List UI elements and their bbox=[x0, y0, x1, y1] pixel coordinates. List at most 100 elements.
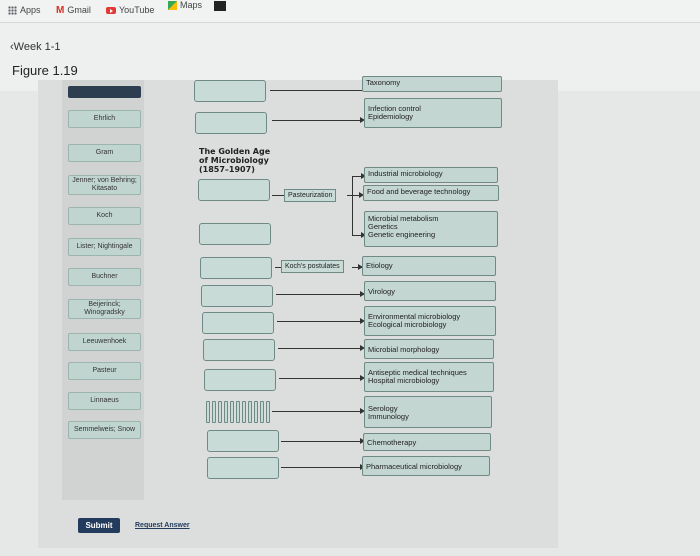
name-tile[interactable]: Pasteur bbox=[68, 362, 141, 380]
name-tile[interactable]: Buchner bbox=[68, 268, 141, 286]
arrow-icon bbox=[360, 408, 365, 414]
connector-line bbox=[272, 195, 284, 196]
arrow-icon bbox=[361, 173, 366, 179]
connector-line bbox=[352, 176, 353, 236]
field-box: Environmental microbiology Ecological mi… bbox=[364, 306, 496, 336]
connector-line bbox=[281, 467, 362, 468]
name-tile[interactable]: Beijerinck; Winogradsky bbox=[68, 299, 141, 319]
name-tile[interactable]: Jenner; von Behring; Kitasato bbox=[68, 175, 141, 195]
bookmark-blackboard[interactable] bbox=[214, 0, 229, 11]
connector-line bbox=[352, 267, 362, 268]
arrow-icon bbox=[360, 375, 365, 381]
name-tile[interactable]: Leeuwenhoek bbox=[68, 333, 141, 351]
drop-target[interactable] bbox=[207, 457, 279, 479]
field-label: Genetics bbox=[368, 222, 398, 231]
connector-line bbox=[276, 294, 362, 295]
back-link[interactable]: ‹Week 1-1 bbox=[10, 41, 61, 53]
bookmark-youtube[interactable]: YouTube bbox=[106, 5, 154, 15]
field-label: Ecological microbiology bbox=[368, 320, 447, 329]
field-label: Serology bbox=[368, 404, 398, 413]
bookmark-label: Gmail bbox=[67, 5, 91, 15]
field-label: Etiology bbox=[366, 261, 393, 270]
drop-target[interactable] bbox=[199, 223, 271, 245]
field-label: Food and beverage technology bbox=[367, 187, 471, 196]
name-tile[interactable]: Semmelweis; Snow bbox=[68, 421, 141, 439]
drop-target[interactable] bbox=[207, 430, 279, 452]
connector-line bbox=[281, 441, 362, 442]
field-label: Microbial metabolism bbox=[368, 214, 439, 223]
bookmark-maps[interactable]: Maps bbox=[168, 0, 203, 11]
arrow-icon bbox=[361, 232, 366, 238]
drop-target[interactable] bbox=[198, 179, 270, 201]
timeline-bar[interactable] bbox=[206, 401, 210, 423]
field-label: Taxonomy bbox=[366, 78, 401, 87]
timeline-bar[interactable] bbox=[242, 401, 246, 423]
field-box: Pharmaceutical microbiology bbox=[362, 456, 490, 476]
back-link-label: Week 1-1 bbox=[13, 41, 61, 53]
golden-age-line: of Microbiology bbox=[199, 156, 269, 165]
drop-target[interactable] bbox=[201, 285, 273, 307]
connector-line bbox=[347, 195, 359, 196]
connector-line bbox=[270, 90, 362, 91]
name-tile[interactable]: Koch bbox=[68, 207, 141, 225]
drop-target[interactable] bbox=[195, 112, 267, 134]
field-box: Chemotherapy bbox=[363, 433, 491, 451]
golden-age-title: The Golden Age of Microbiology (1857–190… bbox=[199, 147, 270, 174]
field-label: Virology bbox=[368, 287, 395, 296]
timeline-bar[interactable] bbox=[224, 401, 228, 423]
drop-target[interactable] bbox=[194, 80, 266, 102]
field-label: Immunology bbox=[368, 412, 409, 421]
field-box: Taxonomy bbox=[362, 76, 502, 92]
timeline-bar[interactable] bbox=[212, 401, 216, 423]
field-label: Industrial microbiology bbox=[368, 169, 443, 178]
field-box: Microbial morphology bbox=[364, 339, 494, 359]
field-label: Hospital microbiology bbox=[368, 376, 440, 385]
connector-line bbox=[275, 267, 281, 268]
pasteurization-label: Pasteurization bbox=[284, 189, 337, 202]
field-box: Etiology bbox=[362, 256, 496, 276]
connector-line bbox=[272, 120, 362, 121]
timeline-bar[interactable] bbox=[248, 401, 252, 423]
drop-target[interactable] bbox=[200, 257, 272, 279]
connector-line bbox=[352, 176, 362, 177]
request-answer-link[interactable]: Request Answer bbox=[135, 522, 190, 529]
name-tile[interactable]: Lister; Nightingale bbox=[68, 238, 141, 256]
field-label: Microbial morphology bbox=[368, 345, 440, 354]
bookmark-apps[interactable]: Apps bbox=[8, 5, 41, 16]
drop-target[interactable] bbox=[204, 369, 276, 391]
field-label: Pharmaceutical microbiology bbox=[366, 462, 462, 471]
bookmark-label: Maps bbox=[180, 0, 203, 10]
timeline-bar[interactable] bbox=[236, 401, 240, 423]
koch-postulates-label: Koch's postulates bbox=[281, 260, 344, 273]
timeline-bar[interactable] bbox=[266, 401, 270, 423]
field-box: Industrial microbiology bbox=[364, 167, 498, 183]
field-box: Infection control Epidemiology bbox=[364, 98, 502, 128]
field-label: Genetic engineering bbox=[368, 230, 436, 239]
arrow-icon bbox=[360, 318, 365, 324]
field-label: Environmental microbiology bbox=[368, 312, 461, 321]
timeline-bar[interactable] bbox=[260, 401, 264, 423]
name-tile[interactable]: Ehrlich bbox=[68, 110, 141, 128]
name-tile[interactable]: Linnaeus bbox=[68, 392, 141, 410]
timeline-bar[interactable] bbox=[218, 401, 222, 423]
drop-target[interactable] bbox=[203, 339, 275, 361]
timeline-bar[interactable] bbox=[230, 401, 234, 423]
arrow-icon bbox=[360, 438, 365, 444]
golden-age-line: (1857–1907) bbox=[199, 165, 255, 174]
youtube-icon bbox=[106, 7, 116, 15]
field-label: Epidemiology bbox=[368, 112, 414, 121]
maps-icon bbox=[168, 1, 177, 11]
connector-line bbox=[278, 348, 362, 349]
name-tile[interactable]: Gram bbox=[68, 144, 141, 162]
connector-line bbox=[279, 378, 362, 379]
submit-button[interactable]: Submit bbox=[78, 518, 120, 533]
field-label: Infection control bbox=[368, 104, 421, 113]
drop-target[interactable] bbox=[202, 312, 274, 334]
timeline-bar[interactable] bbox=[254, 401, 258, 423]
connector-line bbox=[352, 235, 362, 236]
field-label: Chemotherapy bbox=[367, 438, 417, 447]
field-box: Antiseptic medical techniques Hospital m… bbox=[364, 362, 494, 392]
gmail-icon: M bbox=[56, 5, 65, 17]
name-tile-stub[interactable] bbox=[68, 86, 141, 98]
